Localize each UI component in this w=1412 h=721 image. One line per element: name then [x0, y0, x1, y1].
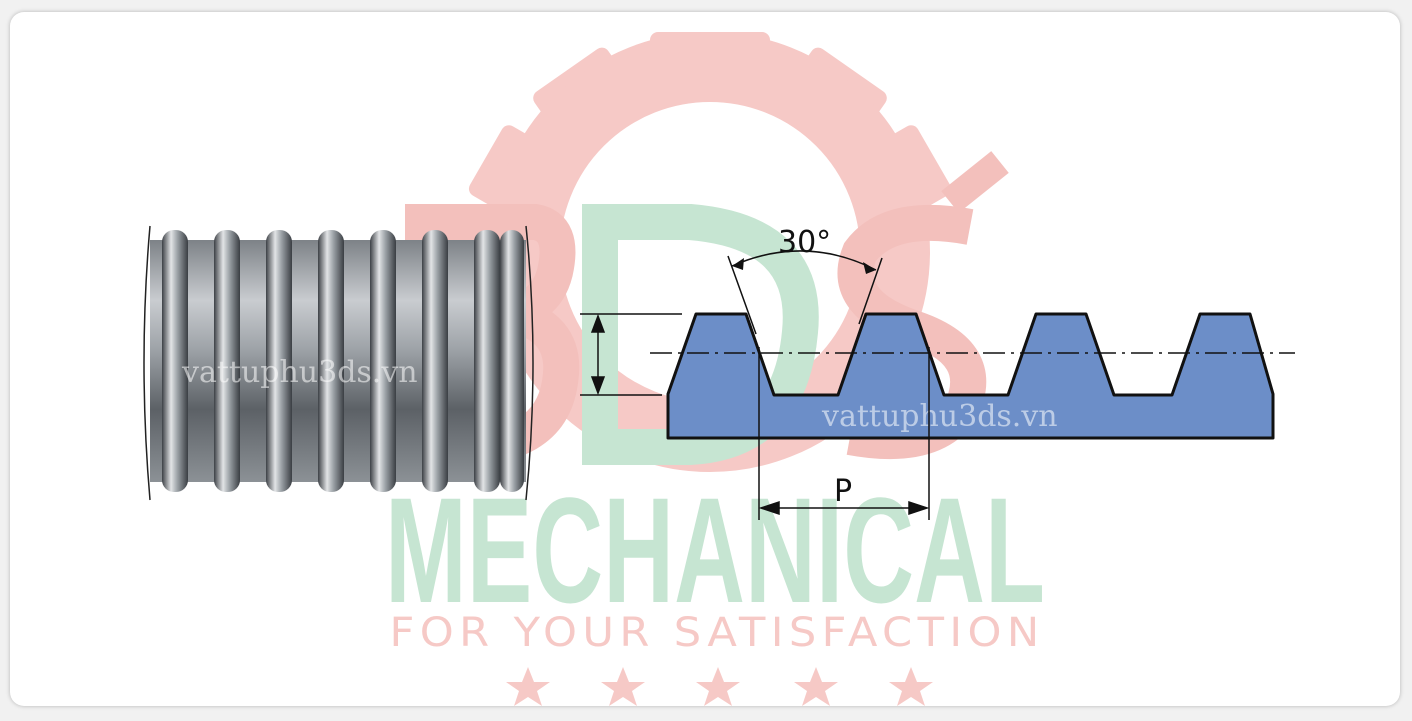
star-icon	[696, 667, 740, 706]
star-icon	[889, 667, 933, 706]
rating-stars	[506, 667, 933, 706]
site-watermark-photo: vattuphu3ds.vn	[181, 355, 418, 390]
pitch-dimension	[758, 347, 930, 520]
threaded-rod-image: vattuphu3ds.vn	[143, 225, 534, 501]
angle-label: 30°	[778, 225, 831, 260]
site-watermark-profile: vattuphu3ds.vn	[821, 399, 1058, 434]
profile-shape	[666, 312, 1275, 440]
star-icon	[601, 667, 645, 706]
diagram-card: MECHANICAL FOR YOUR SATISFACTION vattuph…	[10, 12, 1400, 706]
pitch-label: P	[834, 474, 852, 509]
star-icon	[506, 667, 550, 706]
thread-diagram: MECHANICAL FOR YOUR SATISFACTION vattuph…	[143, 32, 1295, 706]
thread-profile: vattuphu3ds.vn 30° P	[580, 225, 1295, 520]
angle-dimension	[727, 250, 883, 335]
watermark-logo: MECHANICAL FOR YOUR SATISFACTION	[385, 32, 1045, 706]
depth-dimension	[580, 313, 682, 396]
tagline-text: FOR YOUR SATISFACTION	[390, 610, 1045, 656]
star-icon	[794, 667, 838, 706]
brand-text: MECHANICAL	[385, 466, 1045, 634]
